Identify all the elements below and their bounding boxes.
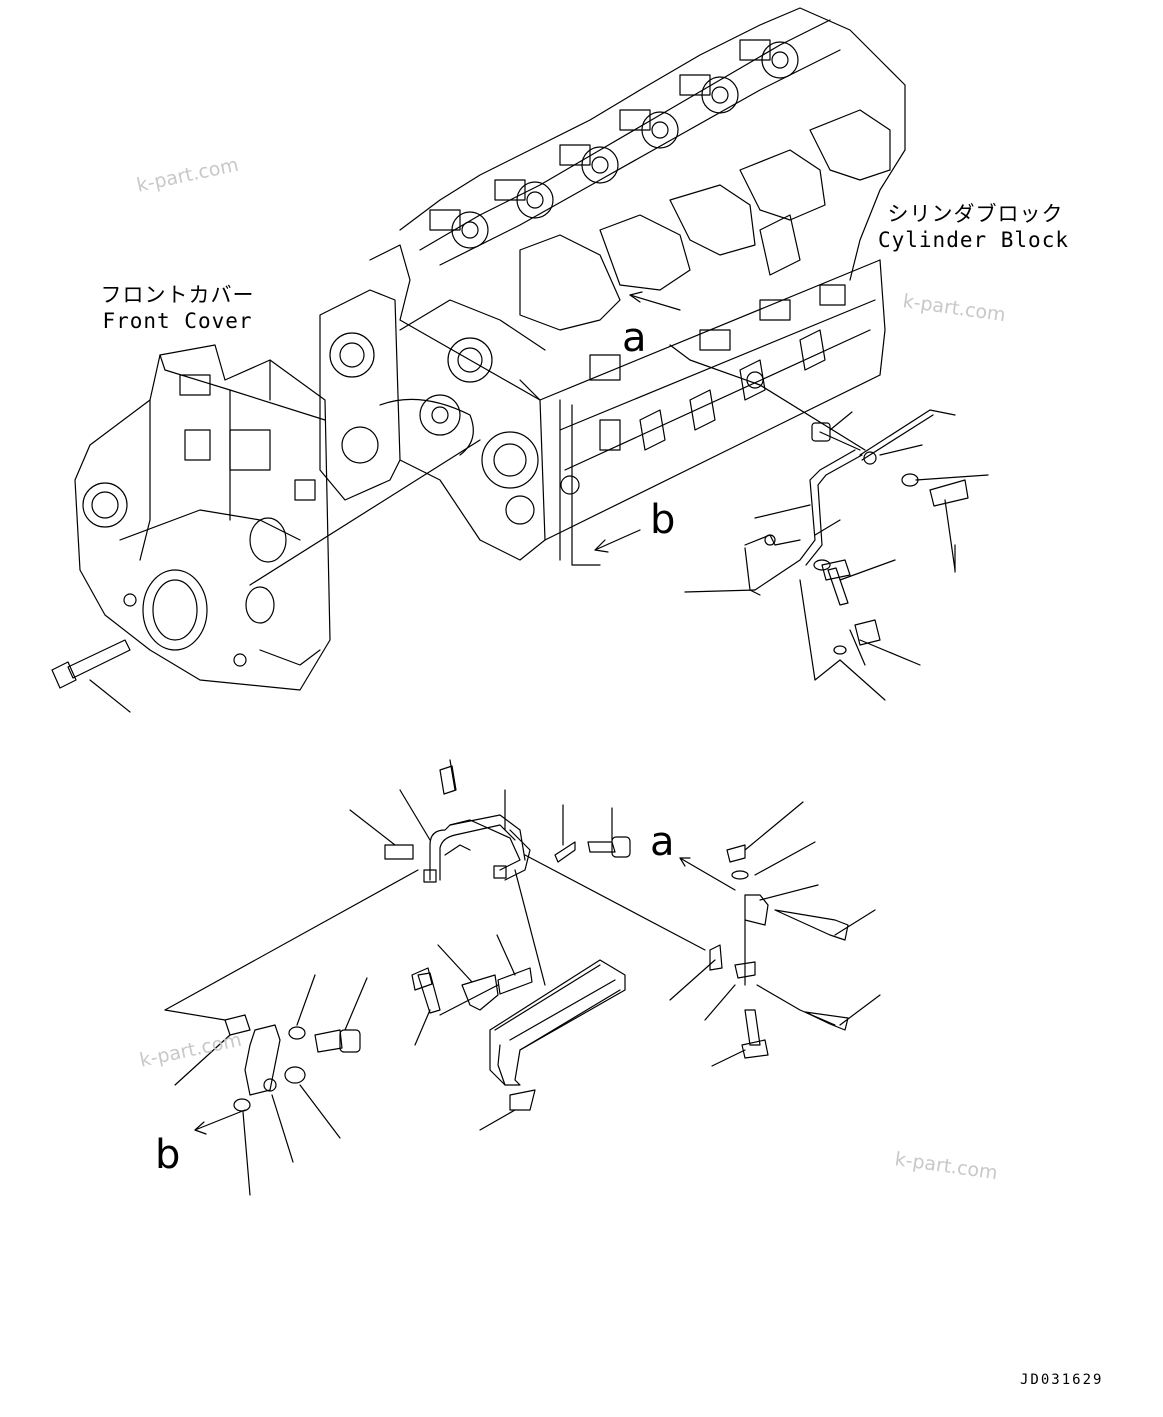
cylinder-block-label-en: Cylinder Block bbox=[877, 228, 1069, 252]
front-cover-bolt-drawing bbox=[51, 639, 131, 713]
view-letter-a-lower: a bbox=[650, 819, 675, 865]
cylinder-block-drawing bbox=[319, 7, 906, 561]
view-letter-b-upper: b bbox=[650, 497, 676, 543]
front-cover-label-en: Front Cover bbox=[102, 309, 253, 333]
view-letter-a-upper: a bbox=[622, 315, 647, 361]
cylinder-block-label-jp: シリンダブロック bbox=[887, 202, 1064, 226]
view-letter-b-lower: b bbox=[155, 1132, 181, 1178]
drawing-code: JD031629 bbox=[1020, 1372, 1104, 1388]
lower-pipe-assembly-drawing bbox=[164, 759, 881, 1196]
front-cover-drawing bbox=[74, 344, 331, 691]
upper-pipe-assembly-drawing bbox=[684, 409, 989, 701]
front-cover-label-jp: フロントカバー bbox=[100, 283, 255, 307]
